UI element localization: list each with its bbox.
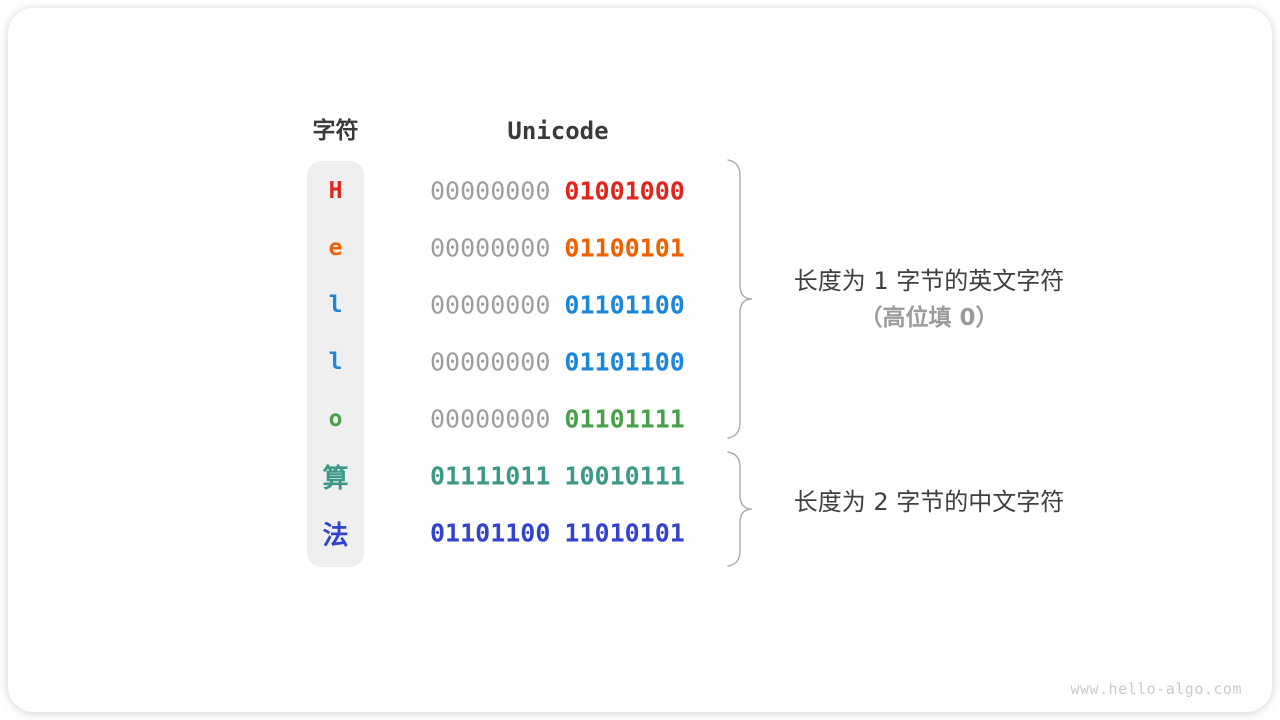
character-cell: l (328, 349, 343, 375)
character-cell: 法 (322, 520, 349, 551)
binary-cell: 01111011 10010111 (430, 464, 685, 489)
encoding-row: l 00000000 01101100 (307, 276, 685, 334)
character-cell: e (328, 235, 343, 261)
encoding-row: H 00000000 01001000 (307, 162, 685, 220)
high-byte: 00000000 (430, 404, 551, 434)
binary-cell: 00000000 01101100 (430, 350, 685, 375)
low-byte: 01101100 (564, 347, 685, 377)
encoding-row: 法 01101100 11010101 (307, 504, 684, 562)
char-column-background (307, 161, 364, 567)
high-byte: 01101100 (430, 518, 551, 548)
low-byte: 10010111 (564, 461, 685, 491)
brace-one-byte-group (727, 159, 753, 439)
one-byte-note-line2: （高位填 0） (859, 305, 999, 332)
high-byte: 00000000 (430, 233, 551, 263)
high-byte: 00000000 (430, 347, 551, 377)
high-byte: 01111011 (430, 461, 551, 491)
binary-cell: 00000000 01001000 (430, 179, 685, 204)
binary-cell: 00000000 01100101 (430, 236, 685, 261)
char-column-header: 字符 (312, 118, 359, 144)
watermark: www.hello-algo.com (1070, 680, 1242, 698)
unicode-column-header: Unicode (507, 117, 609, 145)
one-byte-note-line1: 长度为 1 字节的英文字符 (793, 267, 1065, 295)
character-cell: 算 (322, 463, 349, 494)
high-byte: 00000000 (430, 176, 551, 206)
character-cell: o (328, 406, 343, 432)
diagram-card (8, 8, 1272, 712)
binary-cell: 00000000 01101111 (430, 407, 685, 432)
one-byte-note: 长度为 1 字节的英文字符 （高位填 0） (758, 266, 1100, 334)
binary-cell: 00000000 01101100 (430, 293, 685, 318)
encoding-row: l 00000000 01101100 (307, 333, 685, 391)
encoding-row: e 00000000 01100101 (307, 219, 685, 277)
low-byte: 01101100 (564, 290, 685, 320)
character-cell: H (328, 178, 343, 204)
high-byte: 00000000 (430, 290, 551, 320)
low-byte: 11010101 (564, 518, 685, 548)
character-cell: l (328, 292, 343, 318)
low-byte: 01001000 (564, 176, 685, 206)
encoding-row: 算 01111011 10010111 (307, 447, 684, 505)
low-byte: 01100101 (564, 233, 685, 263)
low-byte: 01101111 (564, 404, 685, 434)
brace-two-byte-group (727, 451, 753, 567)
encoding-row: o 00000000 01101111 (307, 390, 685, 448)
two-byte-note: 长度为 2 字节的中文字符 (758, 487, 1100, 518)
two-byte-note-line1: 长度为 2 字节的中文字符 (793, 488, 1065, 516)
binary-cell: 01101100 11010101 (430, 521, 685, 546)
